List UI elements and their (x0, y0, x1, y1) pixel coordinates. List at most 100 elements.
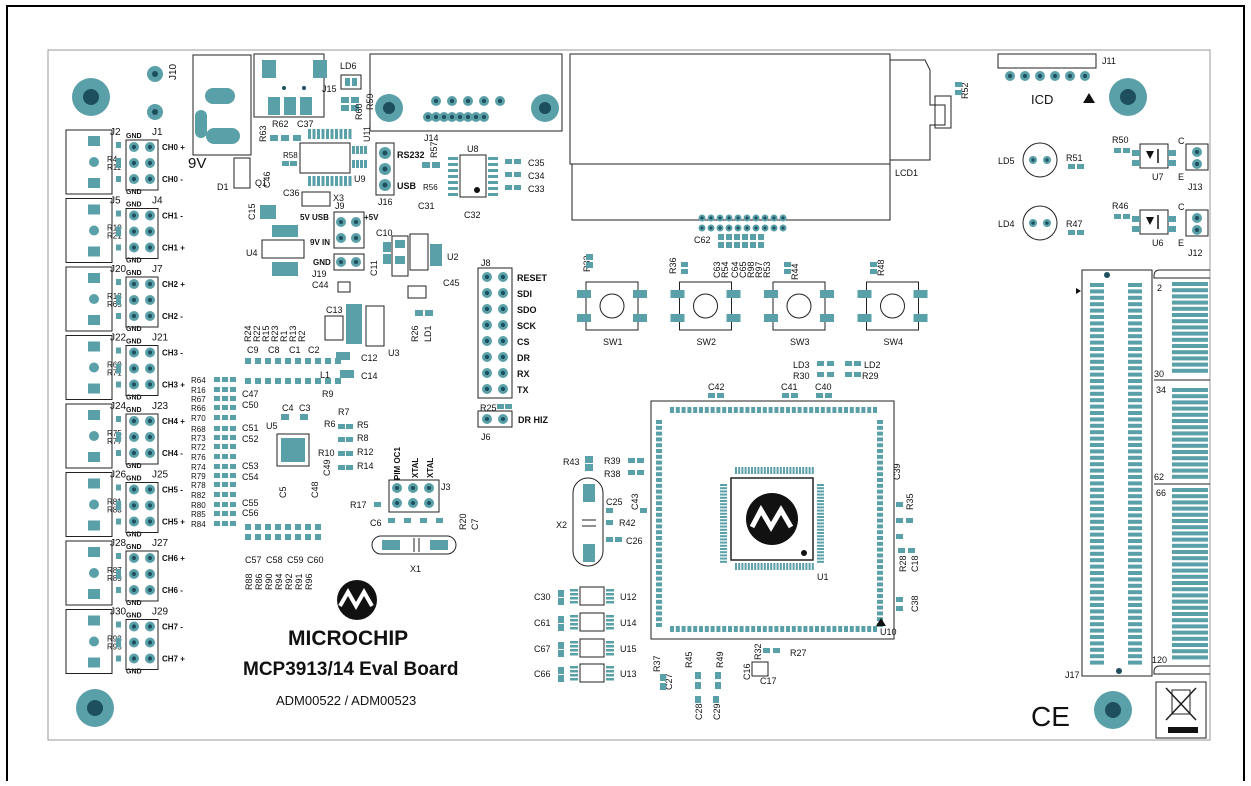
via-hole (473, 114, 479, 120)
pad (305, 378, 311, 384)
pad (1172, 356, 1208, 361)
pad (754, 467, 757, 474)
pad (214, 521, 220, 526)
resistor-label: R18 (107, 292, 122, 301)
pad (656, 489, 662, 494)
pad (606, 678, 614, 681)
pad (747, 563, 750, 570)
pad (1090, 526, 1104, 531)
via-hole (772, 216, 776, 220)
opto-header (1185, 143, 1209, 171)
pad (718, 234, 724, 240)
pad (792, 563, 795, 570)
pad (656, 547, 662, 552)
pad (720, 519, 727, 522)
pad (1172, 282, 1208, 286)
resistor-label: R71 (107, 369, 122, 378)
svg-text:C33: C33 (528, 184, 545, 194)
svg-text:R14: R14 (357, 461, 374, 471)
pad (1090, 564, 1104, 569)
svg-text:C35: C35 (528, 158, 545, 168)
pad (214, 492, 220, 497)
pad (1128, 603, 1142, 607)
pad (255, 534, 261, 540)
pad (1172, 655, 1208, 660)
pad (1090, 327, 1104, 332)
pad (570, 589, 578, 592)
pad (1172, 643, 1208, 647)
pad (817, 493, 824, 496)
pad (817, 541, 824, 544)
svg-text:R12: R12 (357, 447, 374, 457)
led-outline (1022, 205, 1058, 241)
pad (720, 487, 727, 490)
svg-text:U5: U5 (266, 421, 278, 431)
pad (758, 242, 764, 248)
pad (1090, 622, 1104, 627)
pad (1090, 468, 1104, 473)
pad (230, 415, 236, 420)
via-hole (131, 487, 137, 492)
pad (1090, 596, 1104, 601)
terminal-pad (89, 294, 99, 304)
terminal-pad (89, 431, 99, 441)
terminal-pad (88, 178, 100, 188)
j6-header: R25 DR HIZ J6 (477, 403, 548, 442)
pad (1132, 160, 1140, 166)
pad (815, 626, 819, 632)
pad (222, 511, 228, 516)
pad (1172, 581, 1208, 585)
pad (265, 534, 271, 540)
pad (826, 407, 831, 413)
pad (1090, 302, 1104, 307)
svg-text:C11: C11 (369, 260, 379, 276)
pad (1172, 437, 1208, 442)
connector-label: J7 (152, 264, 163, 275)
pad (817, 484, 824, 486)
pad (744, 467, 747, 474)
pad (222, 415, 228, 420)
pad (751, 467, 753, 474)
switch-body (772, 281, 826, 331)
pad (716, 407, 721, 413)
pad (1090, 366, 1104, 371)
pad (784, 262, 791, 267)
resistor-label: R83 (107, 506, 122, 515)
pad (364, 146, 367, 154)
pad (606, 645, 614, 648)
pad (877, 437, 883, 442)
pad (558, 650, 564, 657)
pad (1090, 545, 1104, 550)
pad (1128, 308, 1142, 313)
pad (789, 467, 792, 474)
svg-text:X1: X1 (410, 564, 421, 574)
pad (488, 193, 498, 196)
via-hole (449, 98, 455, 104)
pad (1172, 506, 1208, 511)
pad (606, 593, 614, 596)
connector-label: J27 (152, 538, 169, 549)
pad (776, 467, 779, 474)
lcd-label-c65: C65 (738, 261, 748, 278)
pad (718, 242, 724, 248)
pad (877, 472, 883, 477)
pad (606, 653, 614, 656)
pad (1168, 160, 1176, 166)
pad (656, 524, 662, 529)
via-hole (425, 114, 431, 120)
pad (116, 432, 121, 442)
pad (670, 626, 674, 632)
pad (1090, 347, 1104, 351)
pad (116, 587, 121, 593)
pad (1172, 488, 1208, 492)
pad (656, 611, 662, 616)
svg-text:R6: R6 (324, 419, 336, 429)
row-label-c1: C1 (289, 345, 301, 355)
via-hole (763, 226, 767, 230)
svg-text:ICD: ICD (1031, 92, 1053, 107)
pad (720, 525, 727, 528)
pad (255, 378, 261, 384)
svg-text:R58: R58 (283, 151, 298, 160)
pad (656, 565, 662, 569)
